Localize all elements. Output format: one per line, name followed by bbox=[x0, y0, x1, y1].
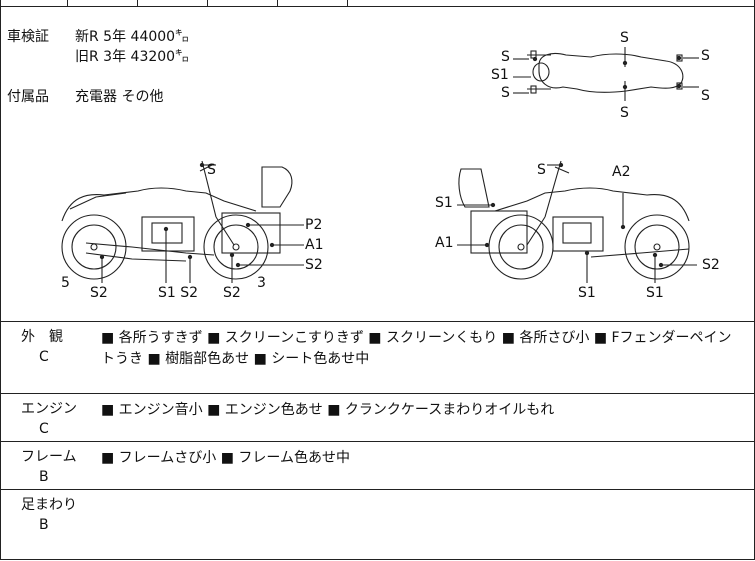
left-label-a1: A1 bbox=[305, 237, 324, 253]
section-exterior: 外 観 C ■ 各所うすきず ■ スクリーンこすりきず ■ スクリーンくもり ■… bbox=[1, 322, 754, 394]
section-grade: C bbox=[39, 421, 49, 437]
right-label-s2: S2 bbox=[702, 257, 720, 273]
left-label-s1-s2: S1 S2 bbox=[158, 285, 199, 301]
right-label-s1: S1 bbox=[435, 195, 453, 211]
bike-top-view-diagram bbox=[513, 47, 699, 101]
top-label-s-1: S bbox=[620, 30, 629, 46]
section-title: 足まわり bbox=[21, 497, 77, 513]
upper-panel: 車検証 新R 5年 44000㌔ 旧R 3年 43200㌔ 付属品 充電器 その… bbox=[1, 7, 754, 322]
section-title: フレーム bbox=[21, 449, 77, 465]
top-label-s1: S1 bbox=[491, 67, 509, 83]
left-label-s2: S2 bbox=[305, 257, 323, 273]
accessories-label: 付属品 bbox=[7, 89, 49, 105]
section-title: エンジン bbox=[21, 401, 77, 417]
left-label-3: 3 bbox=[257, 275, 266, 291]
section-grade: B bbox=[39, 469, 49, 485]
top-table-strip bbox=[1, 0, 754, 7]
top-label-s-4: S bbox=[620, 105, 629, 121]
bike-right-side-diagram bbox=[457, 160, 697, 283]
right-label-a2: A2 bbox=[612, 164, 631, 180]
left-label-5: 5 bbox=[61, 275, 70, 291]
section-frame: フレーム B ■ フレームさび小 ■ フレーム色あせ中 bbox=[1, 442, 754, 490]
registration-label: 車検証 bbox=[7, 29, 49, 45]
top-label-s-3: S bbox=[501, 85, 510, 101]
left-label-s: S bbox=[207, 162, 216, 178]
section-engine: エンジン C ■ エンジン音小 ■ エンジン色あせ ■ クランクケースまわりオイ… bbox=[1, 394, 754, 442]
section-title: 外 観 bbox=[21, 329, 63, 345]
top-label-s-5: S bbox=[701, 48, 710, 64]
top-label-s-2: S bbox=[501, 49, 510, 65]
left-label-p2: P2 bbox=[305, 217, 323, 233]
right-label-s1-b: S1 bbox=[578, 285, 596, 301]
section-notes: ■ フレームさび小 ■ フレーム色あせ中 bbox=[101, 450, 350, 466]
right-label-s1-c: S1 bbox=[646, 285, 664, 301]
left-label-s2-c: S2 bbox=[223, 285, 241, 301]
bike-left-side-diagram bbox=[61, 160, 304, 283]
section-notes: ■ 各所うすきず ■ スクリーンこすりきず ■ スクリーンくもり ■ 各所さび小… bbox=[101, 330, 732, 367]
right-label-a1: A1 bbox=[435, 235, 454, 251]
registration-old: 旧R 3年 43200㌔ bbox=[75, 49, 190, 65]
section-notes: ■ エンジン音小 ■ エンジン色あせ ■ クランクケースまわりオイルもれ bbox=[101, 402, 555, 418]
left-label-s2-b: S2 bbox=[90, 285, 108, 301]
right-label-s: S bbox=[537, 162, 546, 178]
section-grade: C bbox=[39, 349, 49, 365]
top-label-s-6: S bbox=[701, 88, 710, 104]
accessories-value: 充電器 その他 bbox=[75, 89, 164, 105]
registration-new: 新R 5年 44000㌔ bbox=[75, 29, 190, 45]
section-suspension: 足まわり B bbox=[1, 490, 754, 559]
section-grade: B bbox=[39, 517, 49, 533]
